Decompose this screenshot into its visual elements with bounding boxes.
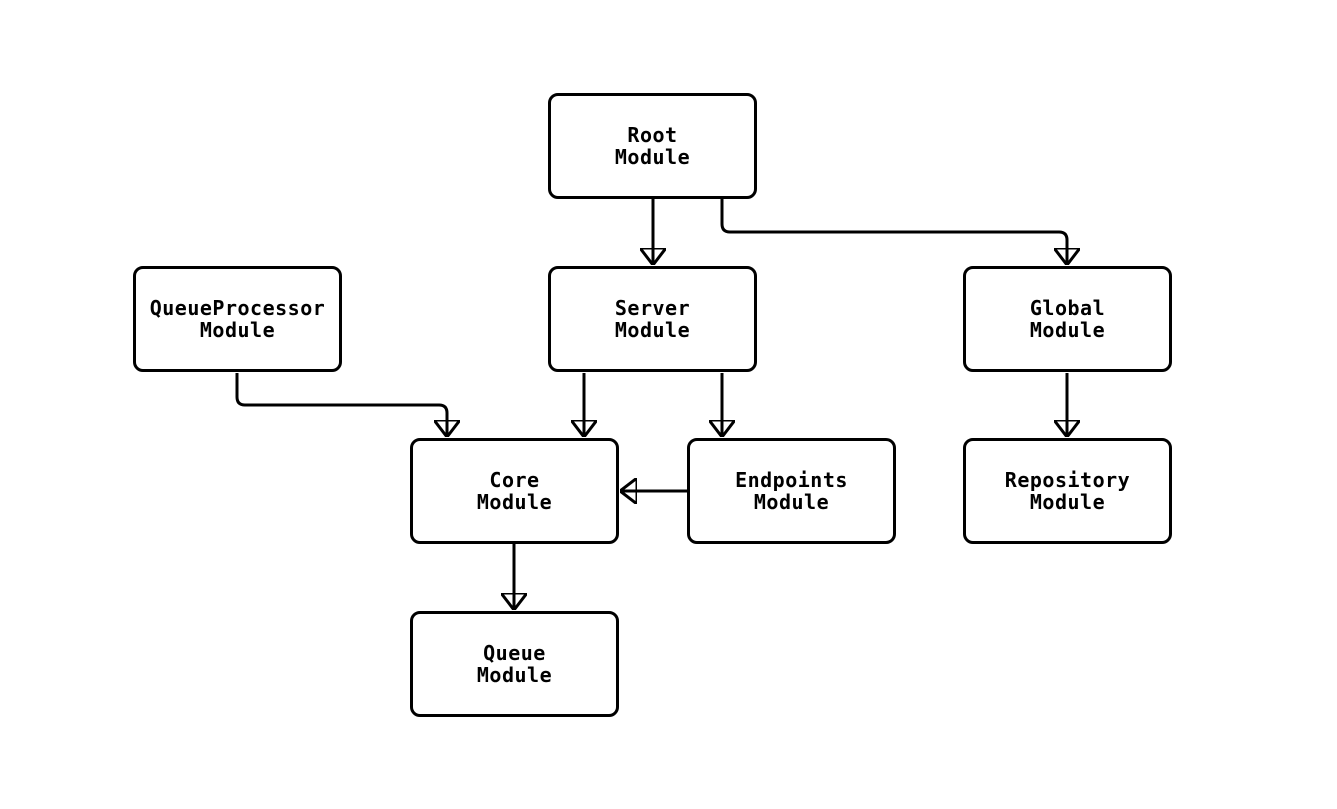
node-endpoints-module: Endpoints Module xyxy=(687,438,896,544)
node-queue-module: Queue Module xyxy=(410,611,619,717)
node-repository-module: Repository Module xyxy=(963,438,1172,544)
node-root-module: Root Module xyxy=(548,93,757,199)
edge-root-to-global xyxy=(720,199,1067,264)
node-label-line2: Module xyxy=(753,490,830,514)
node-label-line1: Core xyxy=(489,468,540,492)
node-label-line2: Module xyxy=(1029,490,1106,514)
node-label-line1: Server xyxy=(614,296,691,320)
node-label-line2: Module xyxy=(1029,318,1106,342)
node-queueprocessor-module: QueueProcessor Module xyxy=(133,266,342,372)
node-core-module: Core Module xyxy=(410,438,619,544)
node-label-line1: QueueProcessor xyxy=(149,296,326,320)
node-label-line1: Global xyxy=(1029,296,1106,320)
node-label-line2: Module xyxy=(614,145,691,169)
node-label-line2: Module xyxy=(476,490,553,514)
node-server-module: Server Module xyxy=(548,266,757,372)
edge-queueprocessor-to-core xyxy=(235,373,447,436)
node-label-line1: Repository xyxy=(1004,468,1131,492)
node-label-line2: Module xyxy=(476,663,553,687)
node-global-module: Global Module xyxy=(963,266,1172,372)
node-label-line2: Module xyxy=(614,318,691,342)
node-label-line1: Queue xyxy=(483,641,546,665)
node-label-line1: Root xyxy=(627,123,678,147)
node-label-line1: Endpoints xyxy=(735,468,848,492)
node-label-line2: Module xyxy=(199,318,276,342)
